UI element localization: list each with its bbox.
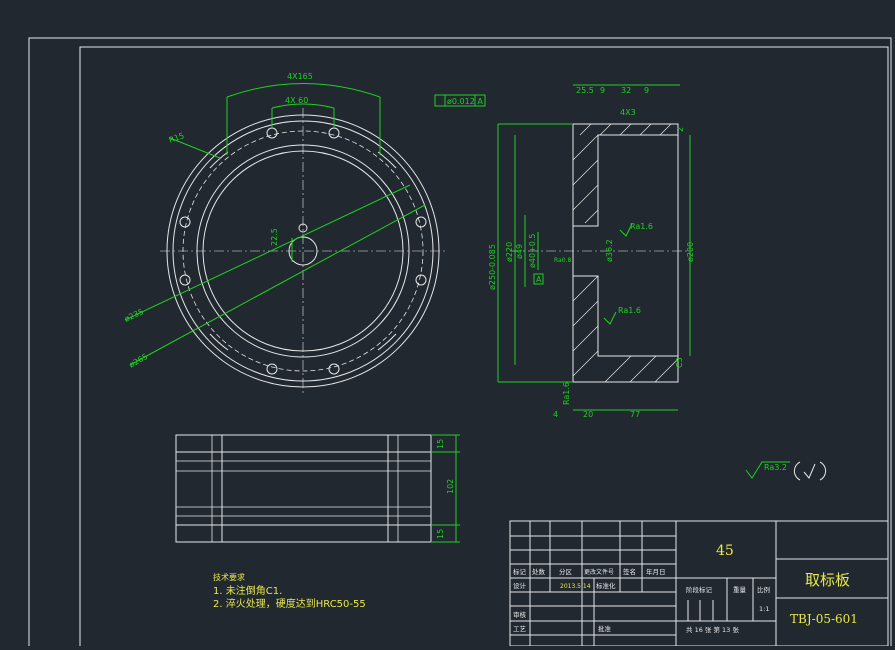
dim-15b: 15	[436, 529, 445, 539]
inner-frame	[79, 46, 889, 648]
sheets-text: 共 16 张 第 13 张	[686, 625, 739, 634]
stage-label: 阶段标记	[686, 585, 713, 594]
roughness-ra16a: Ra1.6	[630, 222, 653, 231]
dim-d265: ø265	[128, 352, 150, 370]
dim-4: 4	[553, 410, 558, 419]
col-date: 年月日	[646, 567, 666, 576]
review-label: 审核	[513, 610, 527, 619]
dim-2: 2	[676, 127, 685, 132]
roughness-ra08: Ra0.8	[554, 257, 571, 264]
dim-4x3: 4X3	[620, 108, 636, 117]
dim-d25: 22.5	[270, 228, 279, 246]
side-view	[175, 434, 460, 543]
col-sign: 签名	[623, 567, 636, 576]
approve-label: 批准	[598, 624, 612, 633]
roughness-ra16b: Ra1.6	[618, 306, 641, 315]
dim-77: 77	[630, 410, 640, 419]
general-roughness-label: Ra3.2	[764, 463, 787, 472]
dim-15a: 15	[436, 439, 445, 449]
design-label: 设计	[513, 581, 527, 590]
standardize-label: 标准化	[596, 581, 616, 590]
dim-d235: ø235	[123, 307, 145, 324]
datum-a: A	[536, 275, 542, 284]
notes-line2: 2. 淬火处理，硬度达到HRC50-55	[213, 597, 366, 610]
col-change-doc: 更改文件号	[584, 568, 614, 576]
material-text: 45	[716, 543, 734, 559]
notes-heading: 技术要求	[213, 572, 245, 582]
dim-4x165: 4X165	[287, 72, 313, 81]
dim-d40: ø40+0.5	[528, 234, 537, 269]
dim-25-5: 25.5	[576, 86, 594, 95]
weight-label: 重量	[733, 586, 747, 594]
col-mark: 标记	[513, 567, 527, 576]
title-block	[509, 520, 889, 647]
col-zone: 分区	[559, 567, 573, 576]
top-view	[124, 83, 446, 394]
dim-d220: ø220	[505, 242, 514, 262]
tolerance-frame: ø0.012 A	[447, 97, 483, 106]
dim-9b: 9	[644, 86, 649, 95]
design-date: 2013.5.14	[560, 583, 591, 590]
process-label: 工艺	[513, 625, 527, 633]
dim-4x60: 4X 60	[285, 96, 308, 105]
dim-d250: ø250-0.085	[488, 244, 497, 290]
dim-9a: 9	[600, 86, 605, 95]
notes-line1: 1. 未注倒角C1.	[213, 584, 282, 597]
section-view	[434, 84, 691, 411]
dim-d200: ø200	[686, 242, 695, 262]
part-name: 取标板	[805, 571, 850, 589]
scale-value: 1:1	[759, 605, 769, 613]
dim-c5: C5	[675, 357, 684, 368]
dim-102: 102	[446, 479, 455, 494]
general-roughness-symbol	[745, 461, 827, 481]
drawing-number: TBJ-05-601	[790, 612, 858, 626]
dim-d36: ø36.2	[605, 239, 614, 262]
dim-20: 20	[583, 410, 593, 419]
dim-32: 32	[621, 86, 631, 95]
scale-label: 比例	[757, 585, 770, 594]
roughness-ra16c: Ra1.6	[562, 382, 571, 405]
dim-d49: ø49	[515, 244, 524, 259]
col-count: 处数	[532, 567, 546, 576]
outer-frame	[28, 37, 892, 650]
